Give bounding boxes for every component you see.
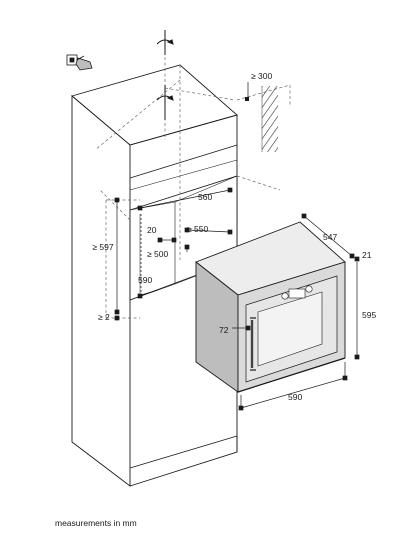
label-oven-height: 595: [362, 310, 376, 320]
label-oven-depth: 547: [323, 232, 337, 242]
oven-display: [288, 288, 306, 299]
units-caption: measurements in mm: [55, 518, 137, 528]
cabinet-upper-drawer: [129, 144, 238, 179]
label-oven-width: 590: [288, 392, 302, 402]
clearance-hatch: [261, 86, 278, 152]
oven-knob-right: [305, 285, 313, 293]
label-niche-inner: 590: [138, 275, 152, 285]
label-front-thickness: 21: [362, 250, 372, 260]
cabinet-left-face: [71, 95, 131, 487]
cabinet-plinth: [129, 435, 238, 469]
oven: [195, 221, 346, 393]
oven-dimension-lines: [232, 213, 360, 411]
label-clearance-top: ≥ 300: [251, 71, 272, 81]
label-vent-500: ≥ 500: [147, 249, 168, 259]
rotate-arrow-icon: [156, 85, 174, 120]
drill-icon: [66, 54, 93, 71]
label-gap-20: 20: [147, 225, 157, 235]
label-vent-550: ≥ 550: [187, 224, 208, 234]
niche-dimension-lines: [114, 187, 233, 321]
oven-window: [257, 291, 323, 367]
label-bottom-gap: ≥ 2: [98, 312, 110, 322]
label-handle-offset: 72: [219, 325, 229, 335]
label-niche-height: ≥ 597: [92, 242, 113, 252]
rotate-arrow-icon: [156, 30, 174, 55]
oven-knob-left: [281, 292, 289, 300]
label-niche-width: 560: [198, 192, 212, 202]
